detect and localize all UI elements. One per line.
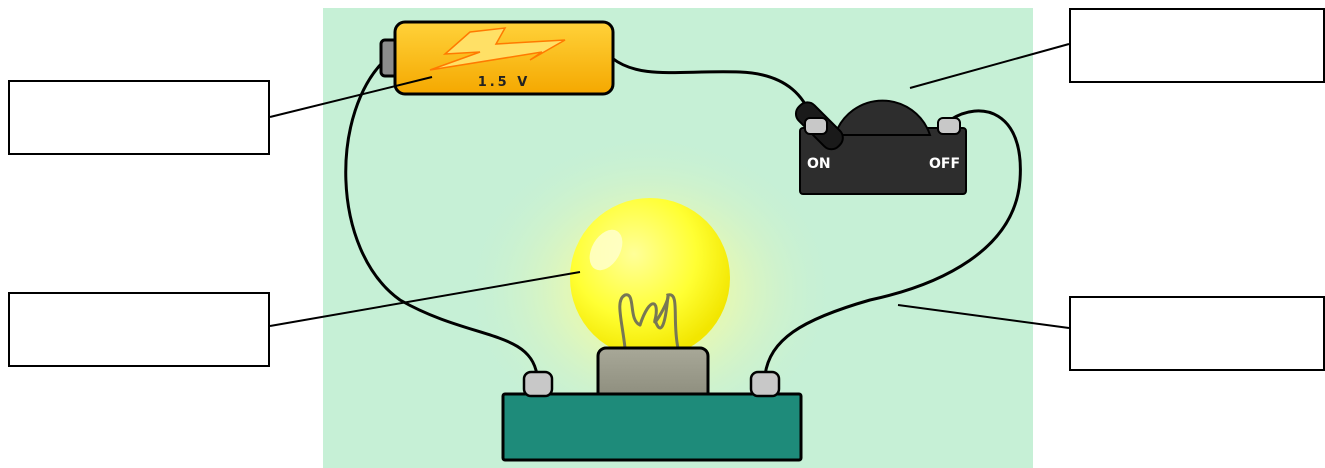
leader-line-battery xyxy=(269,76,433,118)
lamp-holder xyxy=(501,370,803,462)
bulb-glass xyxy=(570,198,730,358)
leader-line-switch xyxy=(909,43,1070,89)
leader-line-bulb xyxy=(269,271,581,327)
switch-off-label: OFF xyxy=(929,156,960,172)
wire-switch-to-bulb xyxy=(763,109,1022,377)
wire-battery-to-bulb xyxy=(344,56,539,377)
switch-terminal-right xyxy=(937,117,961,135)
switch-terminal-left xyxy=(804,117,828,135)
bulb-filament xyxy=(618,293,680,350)
switch-on-label: ON xyxy=(807,156,831,172)
battery: 1.5 V xyxy=(379,20,615,96)
label-box-wire[interactable] xyxy=(1069,296,1325,371)
leader-lines xyxy=(269,43,1070,329)
label-box-battery[interactable] xyxy=(8,80,270,155)
lamp-terminal-left xyxy=(522,370,554,398)
circuit-wires xyxy=(344,56,1022,377)
label-box-bulb[interactable] xyxy=(8,292,270,367)
leader-line-wire xyxy=(897,304,1070,329)
battery-voltage-label: 1.5 V xyxy=(478,75,531,90)
lightning-bolt-icon xyxy=(429,27,566,71)
label-box-switch[interactable] xyxy=(1069,8,1325,83)
light-bulb xyxy=(570,198,730,406)
bulb-highlight xyxy=(589,229,623,271)
switch-dome xyxy=(833,99,932,136)
wire-battery-to-switch xyxy=(610,56,814,120)
lamp-holder-block xyxy=(501,392,803,462)
toggle-switch: ON OFF xyxy=(794,99,967,195)
lamp-terminal-right xyxy=(749,370,781,398)
